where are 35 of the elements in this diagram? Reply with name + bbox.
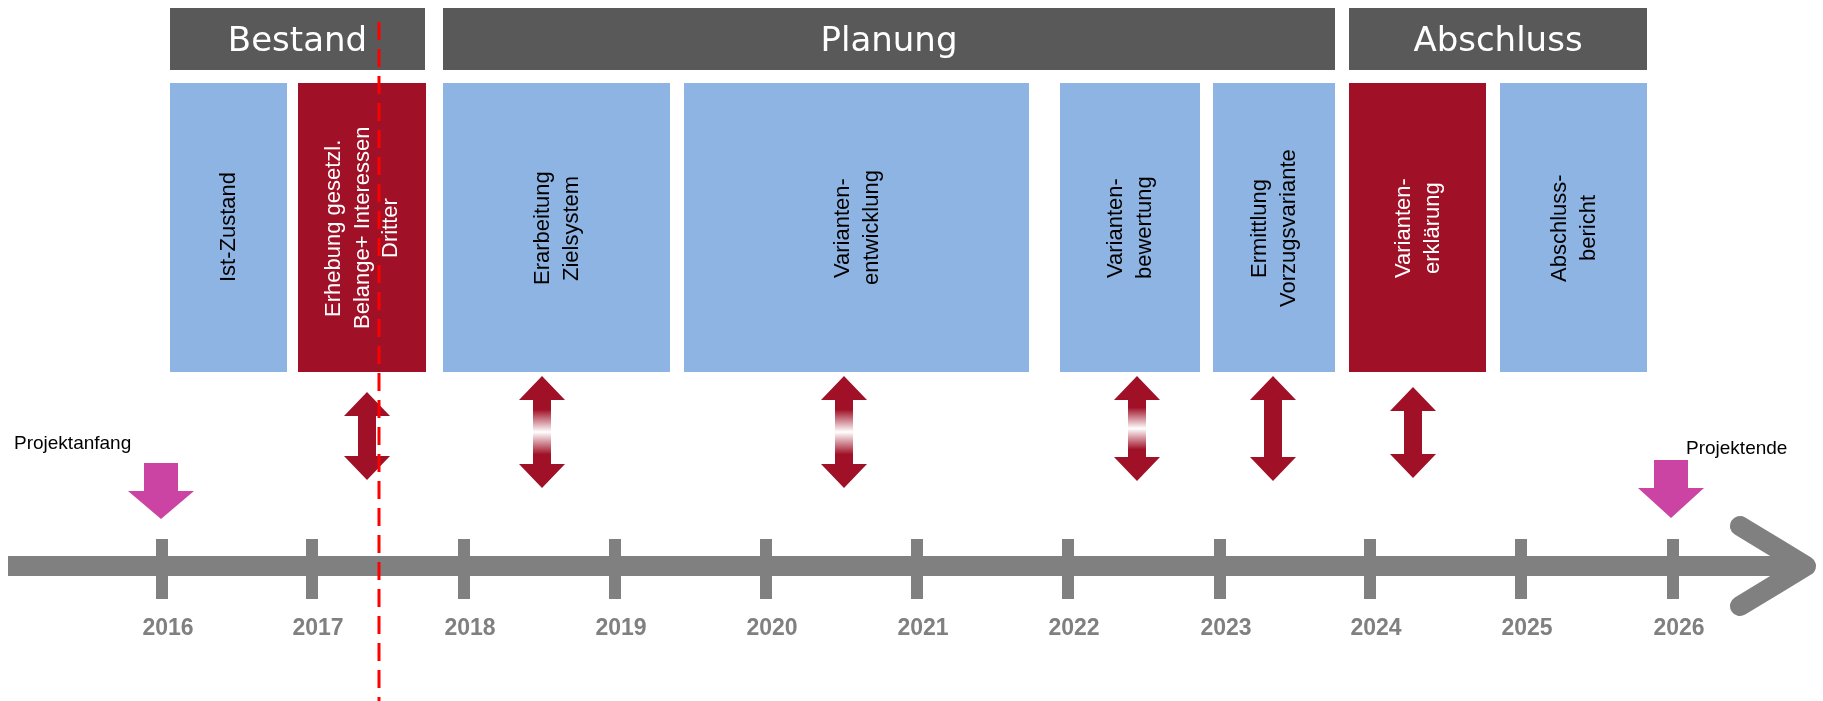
phase-box <box>1349 83 1486 372</box>
phase-box <box>443 83 670 372</box>
phase-title: Planung <box>820 19 958 59</box>
phase-box <box>298 83 426 372</box>
task-label: Erarbeitung Zielsystem <box>527 169 584 287</box>
year-label: 2023 <box>1200 614 1252 641</box>
task-label: Varianten- entwicklung <box>827 169 884 287</box>
year-label: 2016 <box>142 614 194 641</box>
phase-header <box>443 8 1335 70</box>
year-label: 2025 <box>1501 614 1553 641</box>
year-label: 2019 <box>595 614 647 641</box>
phase-header <box>170 8 425 70</box>
phase-title: Bestand <box>227 19 368 59</box>
phase-box <box>1500 83 1647 372</box>
task-label: Varianten- erklärung <box>1388 176 1445 280</box>
task-label: Erhebung gesetzl. Belange+ Interessen Dritter <box>319 125 404 331</box>
year-label: 2018 <box>444 614 496 641</box>
phase-title: Abschluss <box>1413 19 1583 59</box>
phase-box <box>1213 83 1335 372</box>
year-label: 2017 <box>292 614 344 641</box>
task-label: Ist-Zustand <box>214 172 242 283</box>
task-label: Varianten- bewertung <box>1101 175 1157 281</box>
year-label: 2022 <box>1048 614 1100 641</box>
year-label: 2024 <box>1350 614 1402 641</box>
phase-box <box>170 83 287 372</box>
milestone-label: Projektanfang <box>14 432 132 454</box>
milestone-label: Projektende <box>1686 437 1788 459</box>
phase-box <box>1060 83 1200 372</box>
year-label: 2020 <box>746 614 798 641</box>
year-label: 2021 <box>897 614 949 641</box>
year-label: 2026 <box>1653 614 1705 641</box>
phase-header <box>1349 8 1647 70</box>
task-label: Ermittlung Vorzugsvariante <box>1245 147 1301 309</box>
task-label: Abschluss- bericht <box>1544 172 1601 284</box>
phase-box <box>684 83 1029 372</box>
